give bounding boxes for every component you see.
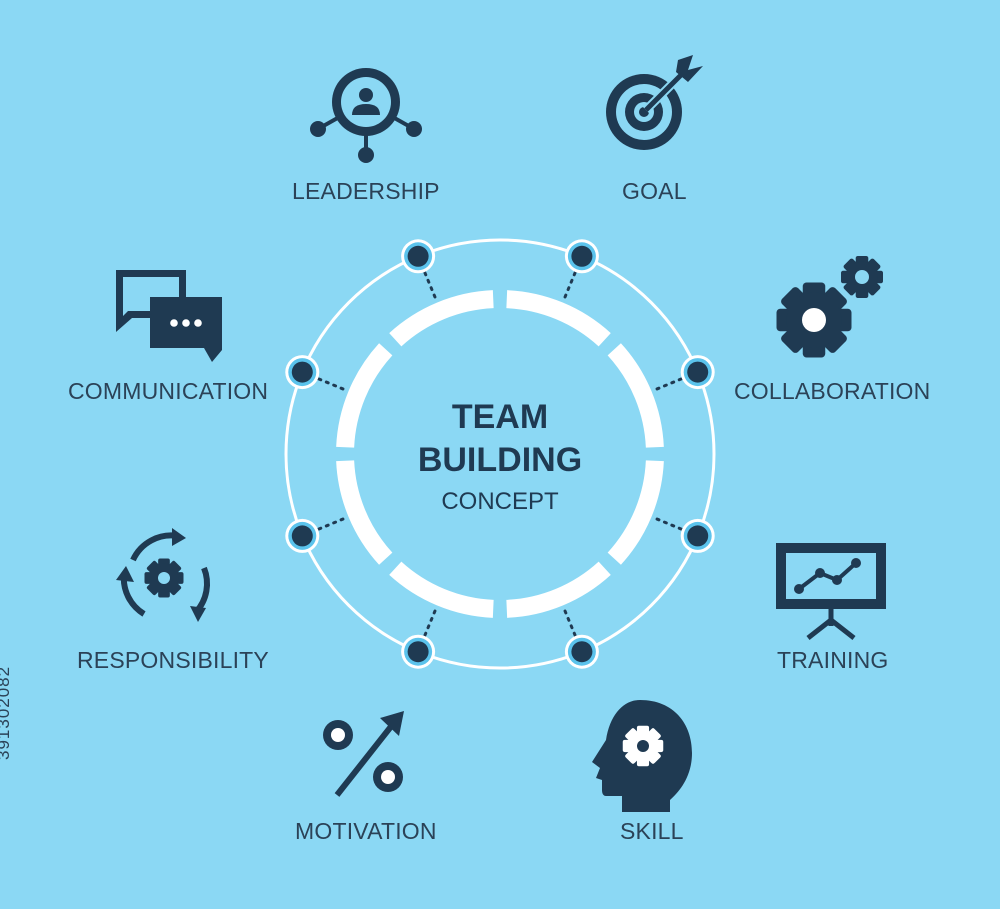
connector-line xyxy=(563,270,577,299)
label-responsibility: RESPONSIBILITY xyxy=(77,647,269,673)
label-communication: COMMUNICATION xyxy=(68,378,269,404)
center-title-line1: TEAM xyxy=(451,398,549,436)
connector-line xyxy=(316,517,345,531)
center-title-line2: BUILDING xyxy=(417,441,583,479)
ring-segment xyxy=(506,561,611,618)
inner-segmented-ring xyxy=(336,290,664,618)
ring-segment xyxy=(336,343,393,448)
leadership-icon xyxy=(310,68,422,163)
gears-icon xyxy=(776,256,883,358)
ring-node xyxy=(564,239,599,274)
connector-line xyxy=(655,377,684,391)
label-skill: SKILL xyxy=(620,818,684,844)
label-goal: GOAL xyxy=(622,178,687,204)
label-collaboration: COLLABORATION xyxy=(734,378,931,404)
ring-nodes xyxy=(285,239,715,669)
ring-node xyxy=(680,355,715,390)
connector-line xyxy=(563,609,577,638)
chat-bubbles-icon xyxy=(116,270,222,362)
ring-node xyxy=(401,239,436,274)
connector-line xyxy=(316,377,345,391)
ring-node xyxy=(401,634,436,669)
head-gear-icon xyxy=(592,700,692,812)
label-motivation: MOTIVATION xyxy=(295,818,437,844)
connector-line xyxy=(655,517,684,531)
presentation-board-icon xyxy=(776,543,886,640)
outer-ring xyxy=(284,238,716,670)
connector-line xyxy=(423,270,437,299)
cycle-gear-icon xyxy=(116,528,211,622)
percent-arrow-icon xyxy=(323,711,404,797)
ring-segment xyxy=(389,290,494,347)
label-training: TRAINING xyxy=(777,647,889,673)
ring-node xyxy=(564,634,599,669)
ring-segment xyxy=(336,460,393,565)
ring-segment xyxy=(506,290,611,347)
connector-line xyxy=(423,609,437,638)
ring-node xyxy=(285,518,320,553)
center-subtitle: CONCEPT xyxy=(441,488,559,515)
ring-node xyxy=(285,355,320,390)
dotted-connectors xyxy=(316,270,684,638)
ring-node xyxy=(680,518,715,553)
ring-segment xyxy=(389,561,494,618)
label-leadership: LEADERSHIP xyxy=(292,178,440,204)
target-arrow-icon xyxy=(606,55,703,150)
ring-segment xyxy=(607,460,664,565)
ring-segment xyxy=(607,343,664,448)
stock-id-watermark: 391302082 xyxy=(0,665,13,760)
